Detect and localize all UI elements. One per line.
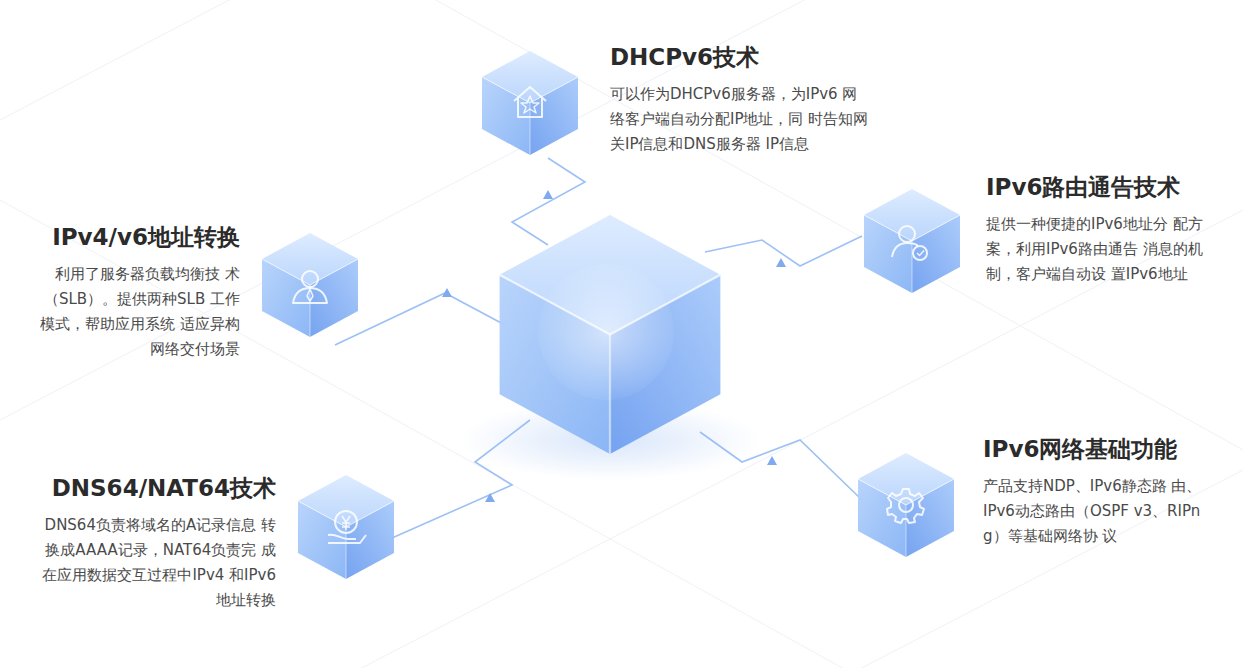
arrow-mark	[776, 258, 786, 267]
home-icon	[514, 87, 546, 117]
grid-line	[300, 210, 1243, 668]
arrow-mark	[767, 456, 777, 465]
arrow-marks	[442, 190, 786, 502]
feature-description: 可以作为DHCPv6服务器，为IPv6 网络客户端自动分配IP地址，同 时告知网…	[610, 82, 872, 157]
icon-stroke	[335, 511, 357, 533]
leader-line	[705, 236, 862, 266]
feature-description: DNS64负责将域名的A记录信息 转换成AAAA记录，NAT64负责完 成在应用…	[36, 513, 276, 613]
connector-lines	[335, 158, 862, 538]
user-icon	[293, 271, 327, 303]
feature-description: 利用了服务器负载均衡技 术（SLB）。提供两种SLB 工作模式，帮助应用系统 适…	[34, 262, 240, 362]
feature-cube	[298, 475, 394, 579]
leader-line	[512, 158, 585, 245]
user-check-icon	[892, 226, 927, 260]
icons	[293, 87, 927, 543]
feature-cube	[858, 453, 954, 557]
cube-glow	[538, 264, 674, 400]
icon-stroke	[342, 516, 350, 530]
grid-line	[0, 0, 900, 420]
gear-icon	[887, 489, 924, 523]
feature-title: DNS64/NAT64技术	[36, 473, 276, 503]
feature-title: IPv6网络基础功能	[983, 434, 1205, 464]
feature-title: DHCPv6技术	[610, 42, 872, 72]
grid-line	[0, 0, 420, 120]
feature-block: IPv6路由通告技术提供一种便捷的IPv6地址分 配方案，利用IPv6路由通告 …	[986, 172, 1208, 287]
arrow-mark	[543, 190, 553, 199]
icon-stroke	[913, 246, 927, 260]
icon-stroke	[917, 251, 924, 256]
leader-line	[335, 293, 505, 345]
coin-hand-icon	[328, 511, 366, 543]
feature-block: DNS64/NAT64技术 DNS64负责将域名的A记录信息 转换成AAAA记录，…	[36, 473, 276, 613]
arrow-mark	[442, 288, 452, 297]
feature-cube	[482, 51, 578, 155]
feature-cube	[864, 189, 960, 293]
icon-stroke	[293, 288, 327, 303]
icon-stroke	[328, 535, 366, 543]
icon-stroke	[521, 96, 539, 113]
arrow-mark	[485, 493, 495, 502]
icon-stroke	[887, 489, 924, 523]
icon-stroke	[307, 289, 313, 301]
feature-description: 提供一种便捷的IPv6地址分 配方案，利用IPv6路由通告 消息的机制，客户端自…	[986, 212, 1208, 287]
feature-title: IPv4/v6地址转换	[34, 222, 240, 252]
icon-stroke	[899, 226, 915, 242]
feature-block: DHCPv6技术可以作为DHCPv6服务器，为IPv6 网络客户端自动分配IP地…	[610, 42, 872, 157]
central-cube	[500, 215, 721, 454]
feature-block: IPv4/v6地址转换利用了服务器负载均衡技 术（SLB）。提供两种SLB 工作…	[34, 222, 240, 362]
icon-stroke	[899, 498, 913, 512]
feature-description: 产品支持NDP、IPv6静态路 由、IPv6动态路由（OSPF v3、RIPng…	[983, 474, 1205, 549]
icon-stroke	[302, 271, 318, 287]
feature-block: IPv6网络基础功能产品支持NDP、IPv6静态路 由、IPv6动态路由（OSP…	[983, 434, 1205, 549]
icon-stroke	[514, 87, 546, 117]
grid-line	[0, 200, 900, 668]
feature-cube	[262, 233, 358, 337]
feature-title: IPv6路由通告技术	[986, 172, 1208, 202]
